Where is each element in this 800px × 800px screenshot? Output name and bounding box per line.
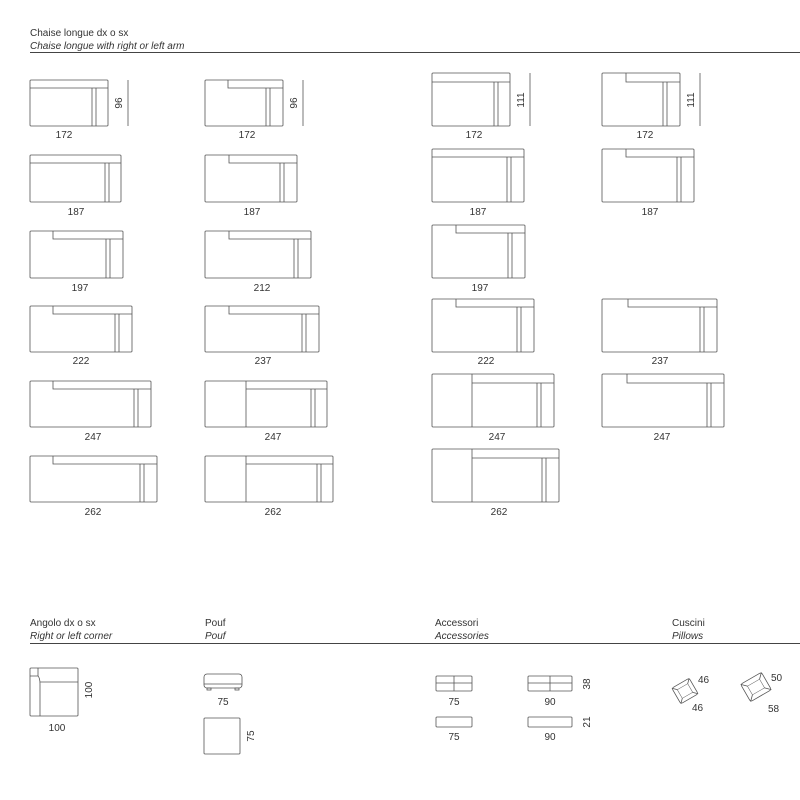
- width-label: 262: [265, 507, 282, 518]
- corner-subtitle: Right or left corner: [30, 631, 113, 642]
- width-label: 172: [466, 130, 483, 141]
- accessory-labels: 75 90 38 75 90 21: [448, 678, 593, 743]
- chaise-module-1: [29, 79, 109, 127]
- corner-header: Angolo dx o sx Right or left corner: [30, 617, 112, 643]
- corner-width-label: 100: [49, 723, 66, 734]
- chaise-title: Chaise longue dx o sx: [30, 28, 129, 39]
- pillow-label: 50: [771, 673, 783, 684]
- pouf-square-depth-label: 75: [246, 730, 257, 742]
- width-label: 172: [637, 130, 654, 141]
- chaise-header: Chaise longue dx o sx Chaise longue with…: [30, 27, 185, 53]
- pillow-46: [671, 678, 699, 704]
- pillow-label: 58: [768, 704, 780, 715]
- chaise-subtitle: Chaise longue with right or left arm: [30, 41, 185, 52]
- height-label: 96: [289, 97, 300, 109]
- width-label: 222: [73, 356, 90, 367]
- width-label: 187: [244, 207, 261, 218]
- accessory-width-label: 75: [448, 732, 460, 743]
- width-label: 247: [654, 432, 671, 443]
- pouf-header: Pouf Pouf: [205, 617, 226, 643]
- height-label: 96: [114, 97, 125, 109]
- width-label: 237: [255, 356, 272, 367]
- chaise-module-12: [29, 305, 133, 353]
- bottom-divider: [30, 643, 800, 644]
- chaise-module-16: [29, 380, 152, 428]
- accessory-75x38: [435, 675, 473, 692]
- pillows-header: Cuscini Pillows: [672, 617, 705, 643]
- chaise-width-labels: 172 172 172 172 187 187 187 187 197 212 …: [56, 130, 671, 518]
- width-label: 212: [254, 283, 271, 294]
- chaise-module-8: [601, 148, 695, 203]
- pillow-labels: 46 46 50 58: [692, 673, 783, 715]
- height-label: 111: [686, 92, 697, 108]
- pillow-label: 46: [692, 703, 704, 714]
- width-label: 187: [68, 207, 85, 218]
- accessories-title: Accessori: [435, 618, 479, 629]
- width-label: 262: [85, 507, 102, 518]
- accessory-75x21: [435, 716, 473, 728]
- chaise-module-17: [204, 380, 328, 428]
- corner-module: [29, 667, 79, 717]
- width-label: 172: [56, 130, 73, 141]
- chaise-module-13: [204, 305, 320, 353]
- chaise-module-11: [431, 224, 526, 279]
- chaise-module-19: [601, 373, 725, 428]
- chaise-module-2: [204, 79, 284, 127]
- accessory-90x38: [527, 675, 573, 692]
- width-label: 237: [652, 356, 669, 367]
- width-label: 172: [239, 130, 256, 141]
- width-label: 187: [470, 207, 487, 218]
- chaise-module-3: [431, 72, 511, 127]
- chaise-height-labels: 96 96 111 111: [114, 92, 697, 109]
- chaise-module-20: [29, 455, 158, 503]
- chaise-module-14: [431, 298, 535, 353]
- accessory-width-label: 75: [448, 697, 460, 708]
- width-label: 222: [478, 356, 495, 367]
- chaise-module-6: [204, 154, 298, 203]
- width-label: 247: [265, 432, 282, 443]
- chaise-module-7: [431, 148, 525, 203]
- corner-depth-label: 100: [84, 681, 95, 698]
- width-label: 262: [491, 507, 508, 518]
- pouf-round-module: [203, 673, 243, 691]
- chaise-module-21: [204, 455, 334, 503]
- accessory-90x21: [527, 716, 573, 728]
- accessories-header: Accessori Accessories: [435, 617, 489, 643]
- pouf-labels: 75 75: [217, 697, 257, 742]
- pouf-subtitle: Pouf: [205, 631, 226, 642]
- pouf-round-width-label: 75: [217, 697, 229, 708]
- width-label: 187: [642, 207, 659, 218]
- width-label: 197: [472, 283, 489, 294]
- height-label: 111: [516, 92, 527, 108]
- chaise-module-5: [29, 154, 122, 203]
- corner-title: Angolo dx o sx: [30, 618, 96, 629]
- width-label: 247: [85, 432, 102, 443]
- pillow-50x58: [740, 672, 772, 702]
- chaise-module-10: [204, 230, 312, 279]
- corner-labels: 100 100: [49, 681, 95, 734]
- accessory-width-label: 90: [544, 697, 556, 708]
- pillows-subtitle: Pillows: [672, 631, 704, 642]
- pillows-title: Cuscini: [672, 618, 705, 629]
- chaise-divider: [30, 52, 800, 53]
- chaise-module-15: [601, 298, 718, 353]
- chaise-module-4: [601, 72, 681, 127]
- accessory-width-label: 90: [544, 732, 556, 743]
- pouf-title: Pouf: [205, 618, 226, 629]
- chaise-module-22: [431, 448, 560, 503]
- accessory-depth-label: 38: [582, 678, 593, 690]
- width-label: 247: [489, 432, 506, 443]
- accessory-depth-label: 21: [582, 716, 593, 728]
- width-label: 197: [72, 283, 89, 294]
- pillow-label: 46: [698, 675, 710, 686]
- chaise-module-9: [29, 230, 124, 279]
- accessories-subtitle: Accessories: [435, 631, 489, 642]
- chaise-module-18: [431, 373, 555, 428]
- pouf-square-module: [203, 717, 241, 755]
